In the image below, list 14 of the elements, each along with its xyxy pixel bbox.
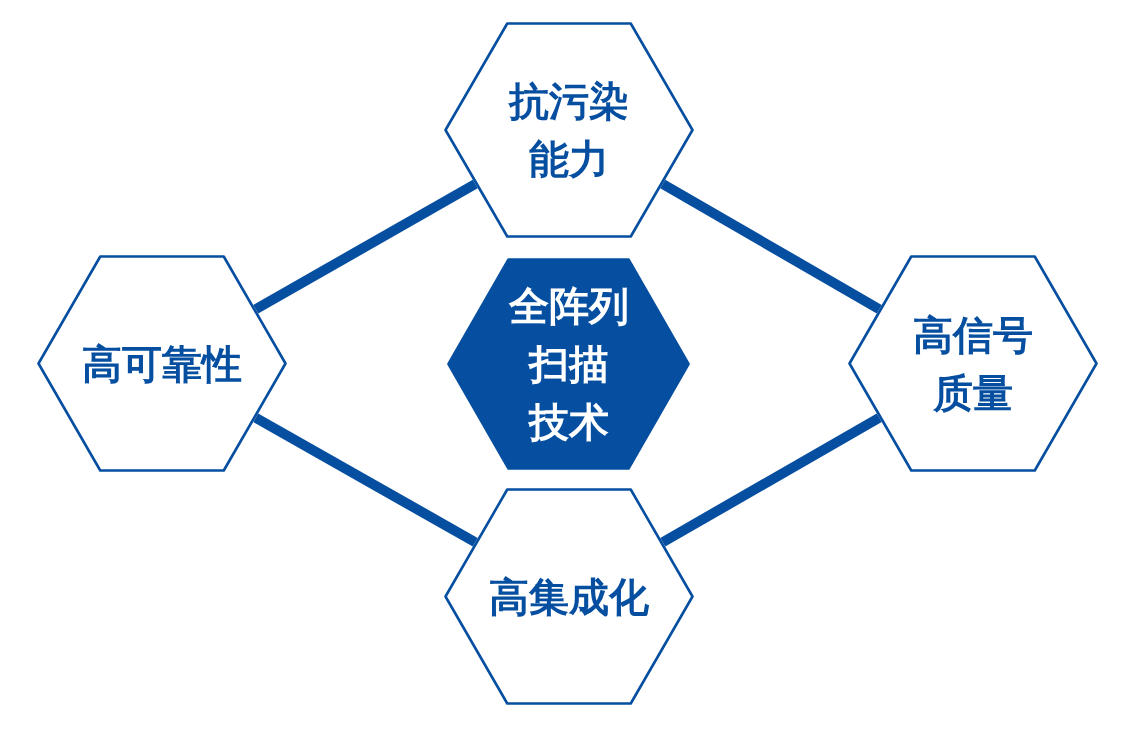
hexagon-node — [447, 258, 690, 470]
hexagon-node — [444, 488, 694, 705]
connector-line — [253, 179, 478, 314]
node-label: 抗污染能力 — [509, 77, 629, 184]
connector-line — [660, 413, 882, 547]
hexagon-node — [848, 255, 1098, 472]
node-label: 高信号质量 — [913, 310, 1033, 418]
node-label: 全阵列扫描技术 — [508, 282, 629, 447]
connector-line — [253, 413, 478, 547]
node-label: 高可靠性 — [82, 339, 242, 389]
hexagon-node — [37, 255, 287, 472]
hexagon-node — [444, 22, 694, 238]
connector-line — [660, 179, 882, 314]
node-label: 高集成化 — [489, 572, 649, 622]
